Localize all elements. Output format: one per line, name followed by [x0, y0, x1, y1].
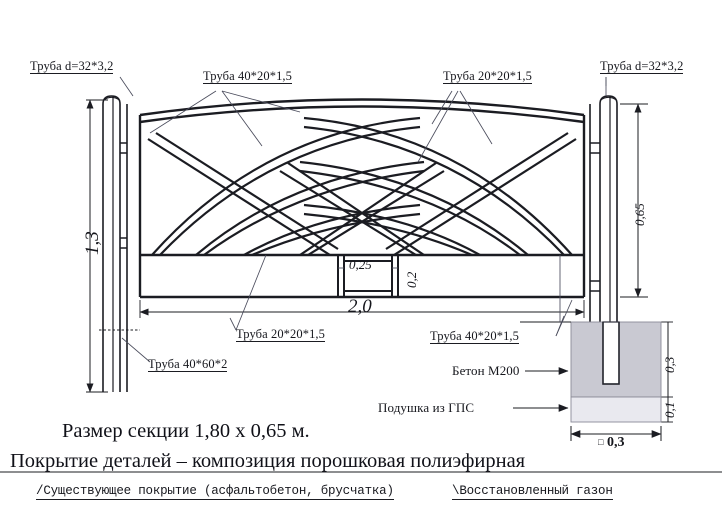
rail-dividers — [337, 255, 399, 297]
footer-restored-lawn: \Восстановленный газон — [452, 484, 613, 500]
callout-bottom-left-pattern: Труба 20*20*1,5 — [236, 327, 325, 343]
dimension-foundation-width: □ 0,3 — [598, 435, 624, 451]
dimension-rail-width: 0,25 — [349, 257, 372, 272]
note-section-size: Размер секции 1,80 х 0,65 м. — [62, 420, 310, 442]
callout-top-left-post: Труба d=32*3,2 — [30, 59, 114, 75]
annotation-arrows — [513, 367, 569, 412]
post-slot — [602, 321, 620, 385]
footer-left-prefix: / — [36, 484, 44, 498]
footer-left-text: Существующее покрытие (асфальтобетон, бр… — [43, 484, 394, 498]
gps-cushion — [570, 396, 662, 423]
dimension-section-height: 0,65 — [632, 203, 647, 226]
dimension-cushion-depth: 0,1 — [662, 401, 677, 418]
footer-existing-surface: /Существующее покрытие (асфальтобетон, б… — [36, 484, 394, 500]
footer-right-text: Восстановленный газон — [459, 484, 613, 498]
dimension-post-height: 1,3 — [82, 231, 103, 255]
callout-top-right-post: Труба d=32*3,2 — [600, 59, 684, 75]
pattern-right — [279, 116, 577, 257]
dimension-rail-height: 0,2 — [404, 271, 419, 288]
dimension-section-width: 2,0 — [348, 296, 372, 317]
footer-right-prefix: \ — [452, 484, 460, 498]
callout-top-right-pattern: Труба 20*20*1,5 — [443, 69, 532, 85]
section-frame — [138, 98, 586, 299]
dimension-lines — [86, 99, 673, 441]
left-post — [99, 95, 140, 392]
note-coating: Покрытие деталей – композиция порошковая… — [10, 450, 526, 472]
callout-bottom-post: Труба 40*60*2 — [148, 357, 228, 373]
dimension-foundation-width-value: 0,3 — [606, 435, 625, 450]
callout-top-left-frame: Труба 40*20*1,5 — [203, 69, 292, 85]
square-symbol-icon: □ — [598, 437, 604, 447]
dimension-foundation-depth: 0,3 — [662, 356, 677, 373]
leader-lines — [119, 76, 607, 363]
callout-concrete: Бетон М200 — [452, 363, 520, 378]
callout-bottom-right-frame: Труба 40*20*1,5 — [430, 329, 519, 345]
foundation — [520, 321, 662, 423]
callout-cushion: Подушка из ГПС — [378, 400, 475, 415]
